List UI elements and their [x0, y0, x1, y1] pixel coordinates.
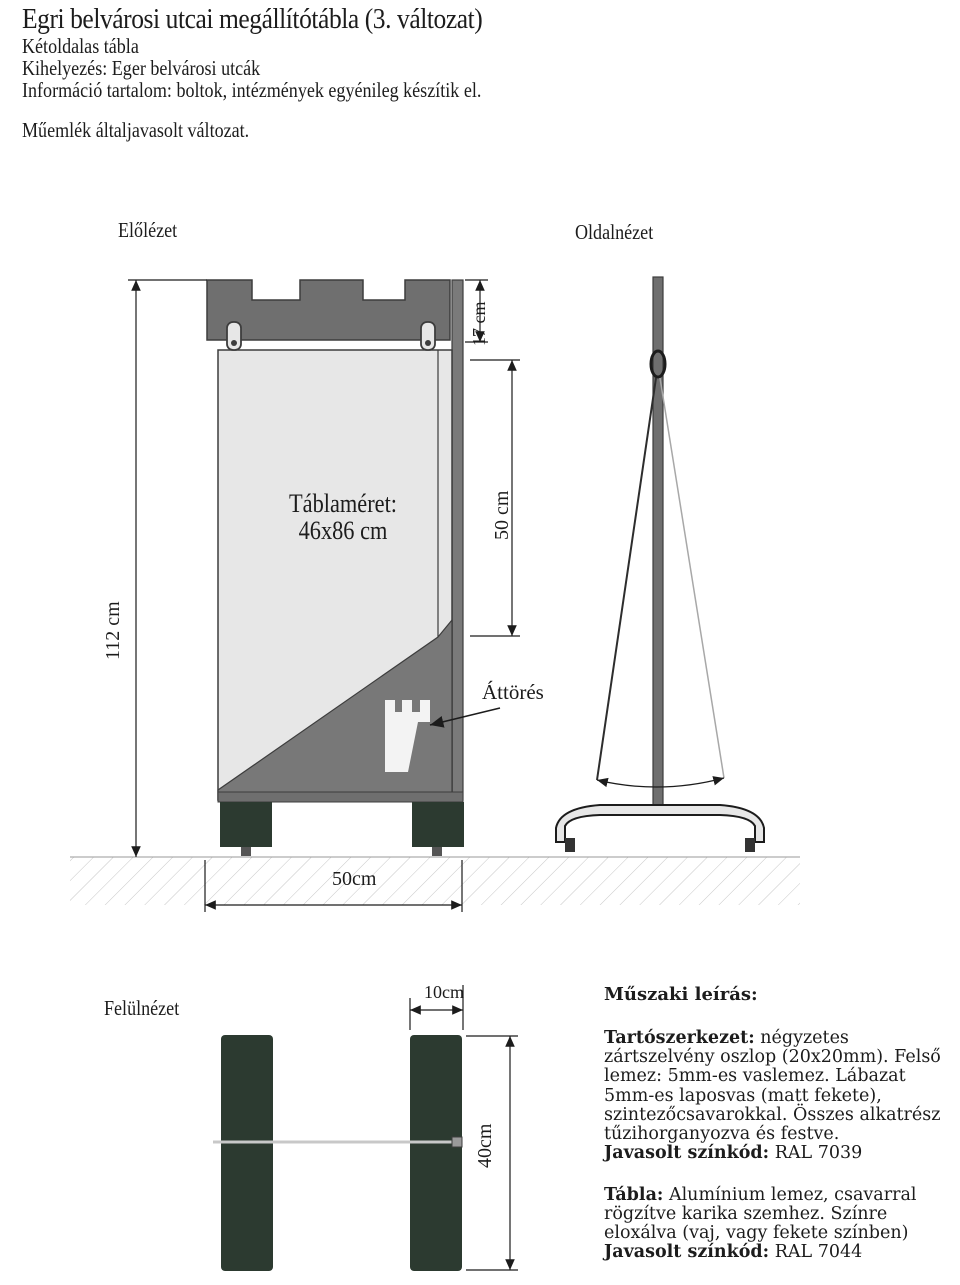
front-ring-left: [226, 321, 242, 351]
top-view-label: Felülnézet: [104, 996, 180, 1020]
top-post: [451, 1136, 463, 1148]
top-view: [213, 1035, 463, 1271]
spec-plate-color-label: Javasolt színkód:: [604, 1242, 770, 1263]
spec-frame-label: Tartószerkezet:: [604, 1027, 755, 1048]
front-view: [206, 279, 501, 856]
spec-frame: Tartószerkezet: négyzetes zártszelvény o…: [604, 1027, 954, 1164]
front-dimensions: [128, 279, 520, 912]
ground-hatch: [70, 857, 800, 905]
front-post: [451, 279, 464, 801]
dim-plate-height: 50 cm: [491, 490, 513, 540]
side-angle-arc: [596, 776, 725, 788]
top-foot-left: [221, 1035, 273, 1271]
dim-foot-width: 10cm: [424, 982, 464, 1002]
spec-frame-color-value: RAL 7039: [769, 1143, 863, 1164]
spec-plate-text: Alumínium lemez, csavarral rögzítve kari…: [604, 1184, 917, 1244]
plate-size-line-1: Táblaméret:: [288, 489, 398, 518]
dim-base-width: 50cm: [332, 868, 377, 890]
spec-plate-label: Tábla:: [604, 1184, 664, 1205]
header-line-1: Kétoldalas tábla: [22, 33, 139, 58]
front-view-label: Előlézet: [118, 218, 178, 242]
side-plate-right: [659, 377, 725, 779]
dim-total-height: 112 cm: [102, 601, 124, 660]
header-line-4: Műemlék általjavasolt változat.: [22, 118, 250, 143]
spec-block: Műszaki leírás: Tartószerkezet: négyzete…: [604, 985, 954, 1285]
side-post: [652, 276, 664, 808]
spec-plate: Tábla: Alumínium lemez, csavarral rögzít…: [604, 1184, 954, 1263]
plate-size-label: Táblaméret: 46x86 cm: [279, 490, 408, 545]
cutout-label: Áttörés: [482, 680, 544, 704]
spec-plate-color-value: RAL 7044: [769, 1242, 863, 1263]
header: Egri belvárosi utcai megállítótábla (3. …: [22, 4, 556, 142]
top-dimensions: [409, 985, 518, 1271]
spec-title: Műszaki leírás:: [604, 984, 758, 1005]
header-line-2: Kihelyezés: Eger belvárosi utcák: [22, 55, 261, 80]
front-top-plate: [206, 279, 451, 341]
dim-top-height: 17 cm: [469, 301, 489, 347]
side-view: [555, 276, 765, 852]
front-ring-right: [420, 321, 436, 351]
side-plate-left: [596, 377, 657, 781]
page-title: Egri belvárosi utcai megállítótábla (3. …: [22, 3, 483, 35]
castle-cutout: [385, 700, 430, 772]
front-foot-right: [412, 802, 464, 847]
front-bottom-bar: [217, 791, 464, 803]
front-foot-left: [220, 802, 272, 847]
cutout-arrow: [429, 707, 501, 728]
spec-frame-color-label: Javasolt színkód:: [604, 1143, 770, 1164]
side-base: [555, 804, 765, 843]
side-view-label: Oldalnézet: [575, 220, 654, 244]
top-foot-right: [410, 1035, 462, 1271]
side-ring: [649, 349, 667, 379]
plate-size-line-2: 46x86 cm: [298, 516, 388, 546]
spec-frame-text: négyzetes zártszelvény oszlop (20x20mm).…: [604, 1027, 941, 1145]
dim-foot-length: 40cm: [474, 1123, 496, 1168]
header-line-3: Információ tartalom: boltok, intézmények…: [22, 78, 482, 103]
